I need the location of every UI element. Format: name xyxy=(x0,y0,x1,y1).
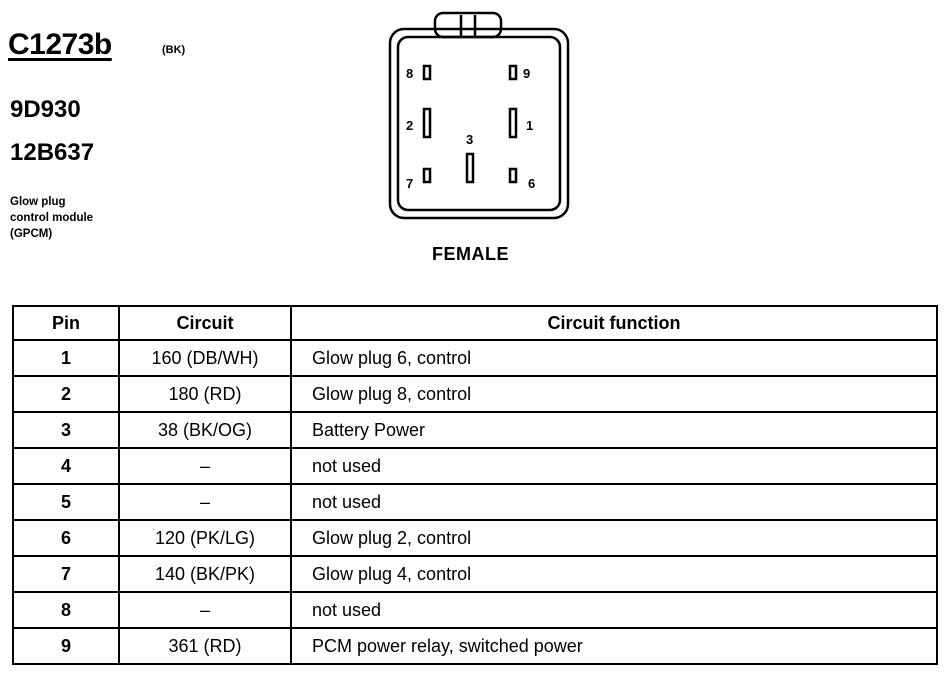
connector-latch xyxy=(433,11,503,39)
pin-3-label: 3 xyxy=(466,132,473,147)
connector-id: C1273b xyxy=(8,28,112,61)
connector-color-code: (BK) xyxy=(162,44,186,56)
table-row: 4–not used xyxy=(12,447,938,485)
circuit-cell: – xyxy=(118,483,292,521)
func-cell: not used xyxy=(290,447,938,485)
module-description-line-3: (GPCM) xyxy=(10,228,53,240)
circuit-cell: – xyxy=(118,447,292,485)
func-cell: not used xyxy=(290,591,938,629)
func-cell: Glow plug 8, control xyxy=(290,375,938,413)
pin-6-label: 6 xyxy=(528,176,535,191)
table-row: 5–not used xyxy=(12,483,938,521)
pin-3-cavity xyxy=(465,152,475,184)
connector-outer-body xyxy=(388,27,570,220)
pin-9-cavity xyxy=(508,64,518,81)
module-description-line-1: Glow plug xyxy=(10,196,66,208)
part-number-1: 9D930 xyxy=(10,96,81,123)
pin-cell: 4 xyxy=(12,447,120,485)
pin-cell: 8 xyxy=(12,591,120,629)
pin-cell: 9 xyxy=(12,627,120,665)
func-cell: Glow plug 4, control xyxy=(290,555,938,593)
connector-gender-label: FEMALE xyxy=(432,244,509,264)
pin-2-cavity xyxy=(422,107,432,139)
pin-8-label: 8 xyxy=(406,66,413,81)
part-number-2: 12B637 xyxy=(10,139,95,166)
pin-9-label: 9 xyxy=(523,66,530,81)
pin-6-cavity xyxy=(508,167,518,184)
circuit-cell: 361 (RD) xyxy=(118,627,292,665)
pin-1-label: 1 xyxy=(526,118,533,133)
pin-2-label: 2 xyxy=(406,118,413,133)
table-header-row: Pin Circuit Circuit function xyxy=(12,305,938,341)
pin-cell: 5 xyxy=(12,483,120,521)
circuit-cell: 120 (PK/LG) xyxy=(118,519,292,557)
pin-cell: 7 xyxy=(12,555,120,593)
circuit-cell: 38 (BK/OG) xyxy=(118,411,292,449)
pin-cell: 6 xyxy=(12,519,120,557)
pin-1-cavity xyxy=(508,107,518,139)
pin-8-cavity xyxy=(422,64,432,81)
header-pin: Pin xyxy=(12,305,120,341)
module-description: Glow plug control module (GPCM) xyxy=(10,194,93,242)
table-row: 8–not used xyxy=(12,591,938,629)
func-cell: Battery Power xyxy=(290,411,938,449)
func-cell: PCM power relay, switched power xyxy=(290,627,938,665)
circuit-cell: 140 (BK/PK) xyxy=(118,555,292,593)
header-circuit-function: Circuit function xyxy=(290,305,938,341)
connector-inner-body xyxy=(396,35,562,212)
circuit-cell: – xyxy=(118,591,292,629)
pin-7-label: 7 xyxy=(406,176,413,191)
module-description-line-2: control module xyxy=(10,212,94,224)
func-cell: Glow plug 6, control xyxy=(290,339,938,377)
circuit-cell: 160 (DB/WH) xyxy=(118,339,292,377)
pin-7-cavity xyxy=(422,167,432,184)
pin-cell: 3 xyxy=(12,411,120,449)
func-cell: Glow plug 2, control xyxy=(290,519,938,557)
connector-face-diagram: 8 9 2 1 3 7 6 xyxy=(388,11,570,220)
func-cell: not used xyxy=(290,483,938,521)
circuit-cell: 180 (RD) xyxy=(118,375,292,413)
pin-cell: 2 xyxy=(12,375,120,413)
header-circuit: Circuit xyxy=(118,305,292,341)
pin-cell: 1 xyxy=(12,339,120,377)
